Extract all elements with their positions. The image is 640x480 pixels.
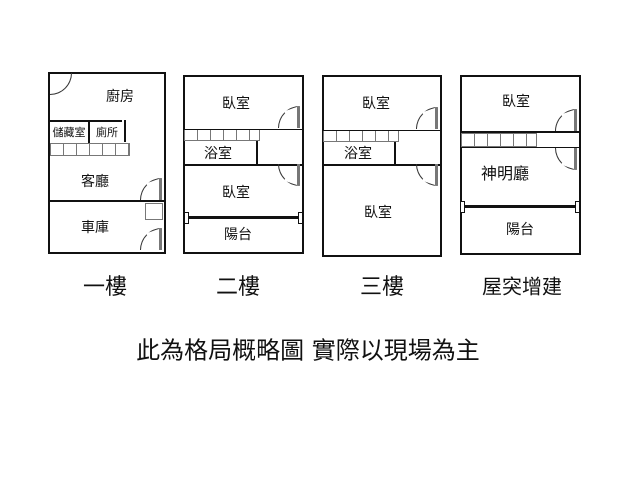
room-label: 神明廳 [480, 164, 530, 183]
wall [323, 164, 440, 166]
wall [394, 142, 396, 165]
wall [461, 131, 579, 133]
rail-post [575, 201, 580, 213]
floor-title: 二樓 [215, 275, 261, 300]
wall [88, 120, 90, 146]
room-label: 廚房 [106, 89, 134, 105]
floor-title: 屋突增建 [482, 274, 562, 299]
balcony-rail [186, 216, 302, 219]
floor-plan-3 [322, 75, 442, 257]
wall [323, 130, 440, 131]
balcony-rail [462, 205, 578, 208]
floor-plan-1 [48, 72, 166, 254]
wall [184, 164, 302, 166]
room-label: 臥室 [362, 96, 390, 112]
rail-post [298, 212, 303, 224]
room-label: 臥室 [364, 205, 392, 221]
room-label: 浴室 [204, 146, 232, 162]
room-label: 陽台 [224, 227, 252, 243]
rail-post [184, 212, 189, 224]
stairs [50, 143, 130, 156]
room-label: 臥室 [502, 94, 530, 110]
stairs [145, 203, 163, 220]
room-label: 車庫 [81, 220, 109, 236]
floor-title: 三樓 [359, 275, 405, 300]
room-label: 廁所 [96, 126, 118, 139]
wall [50, 120, 122, 122]
room-label: 陽台 [506, 222, 534, 238]
room-label: 浴室 [344, 146, 372, 162]
disclaimer-caption: 此為格局概略圖 實際以現場為主 [136, 336, 480, 365]
room-label: 臥室 [222, 185, 250, 201]
room-label: 臥室 [222, 96, 250, 112]
room-label: 客廳 [81, 174, 109, 190]
room-label: 儲藏室 [52, 126, 86, 139]
stairs [323, 130, 399, 142]
stairs [461, 133, 537, 147]
wall [256, 141, 258, 165]
floor-plan-roof [460, 75, 581, 255]
wall [461, 147, 579, 148]
stairs [184, 129, 260, 141]
wall [48, 200, 166, 202]
floor-title: 一樓 [82, 275, 128, 300]
wall [124, 120, 126, 142]
rail-post [460, 201, 465, 213]
wall [184, 129, 302, 130]
